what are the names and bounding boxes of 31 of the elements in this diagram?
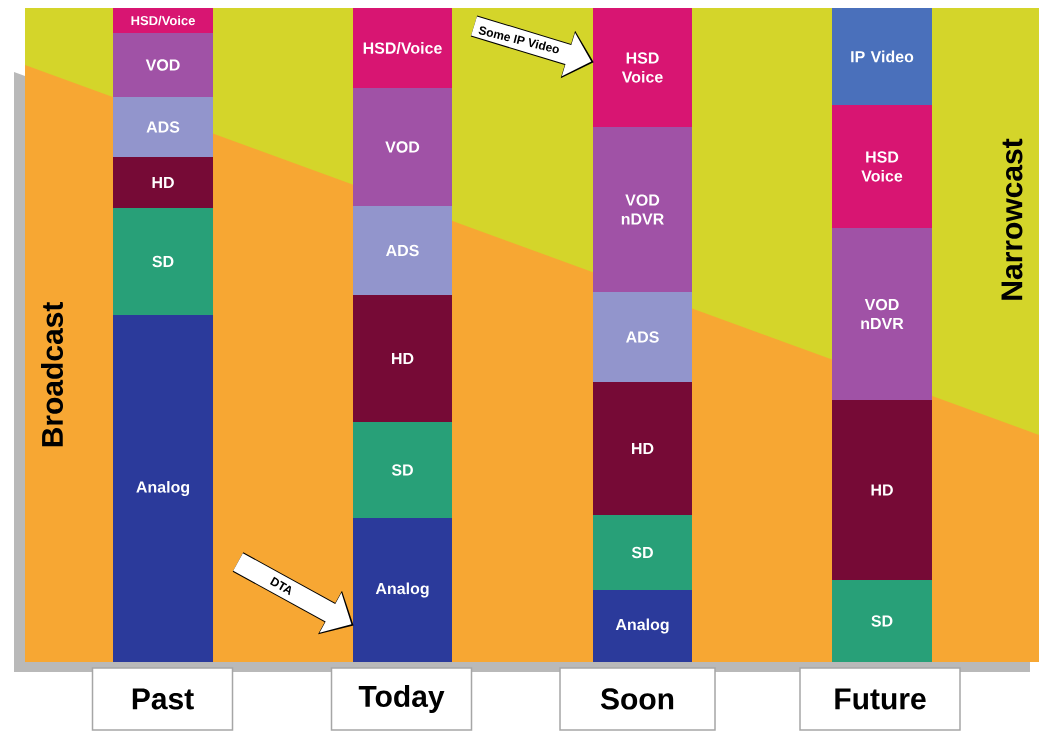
period-label-box: Future: [799, 667, 961, 731]
stack-segment: Analog: [593, 590, 692, 662]
stack-segment: Analog: [113, 315, 213, 662]
stack-segment: VOD nDVR: [593, 127, 692, 292]
period-label-box: Soon: [559, 667, 716, 731]
period-label-box: Today: [330, 667, 473, 731]
stack-segment: SD: [353, 422, 452, 518]
edge-label: DTA: [268, 575, 295, 597]
edge-label: Some IP Video: [477, 24, 562, 55]
stack-segment: SD: [832, 580, 932, 662]
stack-segment: VOD nDVR: [832, 228, 932, 400]
stack-segment: HSD Voice: [832, 105, 932, 228]
stack-segment: VOD: [353, 88, 452, 206]
side-label: Narrowcast: [1001, 138, 1023, 300]
stack-segment: HD: [832, 400, 932, 580]
stack-segment: HSD/Voice: [353, 8, 452, 88]
stack-segment: HD: [353, 295, 452, 422]
stack-segment: IP Video: [832, 8, 932, 105]
stack-segment: HSD Voice: [593, 8, 692, 127]
stack-segment: ADS: [593, 292, 692, 382]
period-label-box: Past: [91, 667, 234, 731]
stack-segment: HSD/Voice: [113, 8, 213, 33]
stack-segment: SD: [593, 515, 692, 590]
side-label: Broadcast: [41, 302, 64, 447]
stack-segment: SD: [113, 208, 213, 315]
stack-segment: VOD: [113, 33, 213, 97]
stack-segment: ADS: [353, 206, 452, 295]
stack-segment: Analog: [353, 518, 452, 662]
stack-segment: HD: [113, 157, 213, 208]
stack-segment: ADS: [113, 97, 213, 157]
stack-segment: HD: [593, 382, 692, 515]
